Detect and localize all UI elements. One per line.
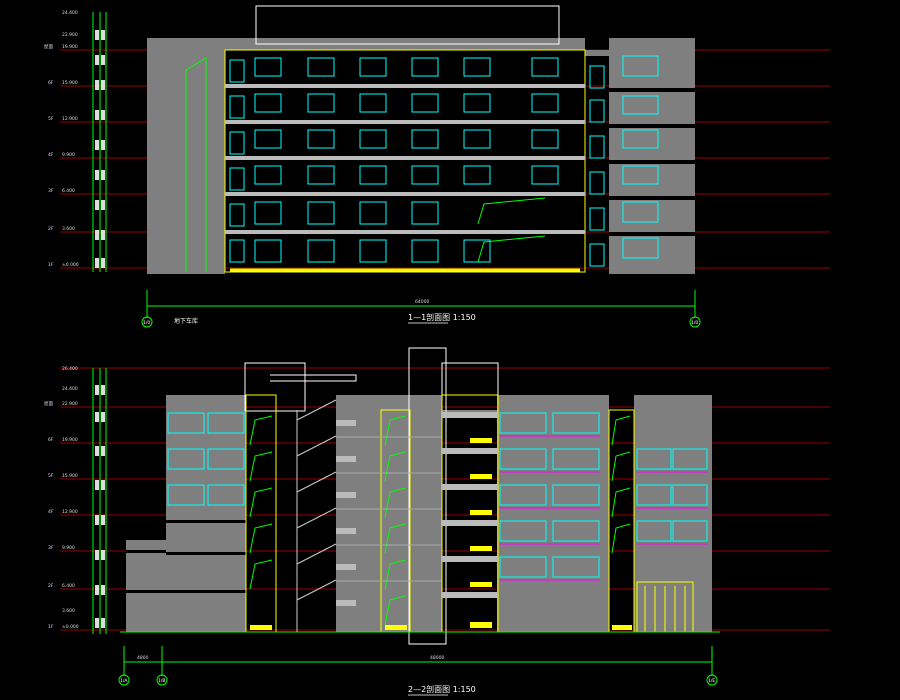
floor-mark: 3F xyxy=(48,545,54,551)
section-2-elevation: 26.400 24.400 22.900 19.900 15.900 12.90… xyxy=(44,347,830,696)
dimension-left-2: 4800 xyxy=(137,655,149,661)
floor-mark: 5F xyxy=(48,473,54,479)
windows-main-1 xyxy=(229,57,605,267)
level-mark: 3.600 xyxy=(62,608,75,614)
level-mark: 3.600 xyxy=(62,226,75,232)
floor-mark: 6F xyxy=(48,80,54,86)
garage-door-2 xyxy=(636,581,694,633)
stair-flights-2 xyxy=(296,399,337,632)
section-1-title: 1—1剖面图 1:150 xyxy=(408,312,476,322)
level-mark: 24.400 xyxy=(62,10,78,16)
level-mark: 22.900 xyxy=(62,32,78,38)
axis-bubble-right-1: 1/0 xyxy=(689,316,701,328)
level-mark: 15.900 xyxy=(62,473,78,479)
level-mark: 12.900 xyxy=(62,116,78,122)
section-1-elevation: 24.400 22.900 19.900 15.900 12.900 9.900… xyxy=(44,5,830,328)
level-mark: 6.400 xyxy=(62,583,75,589)
dimension-marks-1 xyxy=(95,30,105,268)
floor-mark: 屋面 xyxy=(44,44,53,50)
floor-mark: 4F xyxy=(48,509,54,515)
railings-2 xyxy=(336,436,442,582)
dimension-line-1 xyxy=(146,290,696,318)
svg-text:1/0: 1/0 xyxy=(691,320,698,326)
window-sills-magenta-2 xyxy=(500,435,708,581)
overall-dimension-1: 64000 xyxy=(415,299,429,305)
dimension-column-2 xyxy=(92,368,107,634)
level-mark: 19.900 xyxy=(62,437,78,443)
axis-bubble-left-1: 1/0 xyxy=(141,316,153,328)
section-outline-1 xyxy=(224,49,586,273)
stair-treads-2 xyxy=(336,412,498,606)
floor-slabs-1 xyxy=(225,84,585,234)
floor-mark: 5F xyxy=(48,116,54,122)
floor-mark: 4F xyxy=(48,152,54,158)
level-mark: ±0.000 xyxy=(62,262,79,268)
svg-text:1/0: 1/0 xyxy=(143,320,150,326)
stair-shaft-1 xyxy=(185,57,207,272)
dimension-line-2 xyxy=(123,646,713,676)
right-block-slabs-1 xyxy=(609,88,695,236)
axis-bubble-b-2: 1/B xyxy=(156,674,168,686)
windows-right-2 xyxy=(499,412,708,578)
floor-mark: 2F xyxy=(48,583,54,589)
level-mark: 15.900 xyxy=(62,80,78,86)
svg-text:1/B: 1/B xyxy=(158,678,165,684)
dimension-column-1 xyxy=(92,12,107,272)
yellow-landings-2 xyxy=(250,438,632,630)
windows-right-1 xyxy=(622,55,659,259)
level-mark: 6.400 xyxy=(62,188,75,194)
axis-bubble-e-2: 1/E xyxy=(706,674,718,686)
level-mark: 26.400 xyxy=(62,366,78,372)
level-mark: ±0.000 xyxy=(62,624,79,630)
level-labels-1: 24.400 22.900 19.900 15.900 12.900 9.900… xyxy=(62,10,79,268)
svg-text:1/A: 1/A xyxy=(120,678,128,684)
floor-labels-1: 屋面 6F 5F 4F 3F 2F 1F xyxy=(44,44,54,268)
note-underground-garage: 地下车库 xyxy=(174,317,198,325)
windows-left-2 xyxy=(167,412,245,506)
floor-mark: 屋面 xyxy=(44,401,53,407)
floor-mark: 1F xyxy=(48,624,54,630)
level-mark: 9.900 xyxy=(62,152,75,158)
level-mark: 9.900 xyxy=(62,545,75,551)
section-2-title: 2—2剖面图 1:150 xyxy=(408,684,476,694)
level-mark: 19.900 xyxy=(62,44,78,50)
floor-mark: 6F xyxy=(48,437,54,443)
stair-tower-outlines-2 xyxy=(244,347,499,645)
floor-labels-2: 屋面 6F 5F 4F 3F 2F 1F xyxy=(44,401,54,630)
dimension-main-2: 48000 xyxy=(430,655,444,661)
building-body-2 xyxy=(126,395,712,632)
level-mark: 22.900 xyxy=(62,401,78,407)
ramp-lines-1 xyxy=(477,197,546,263)
level-mark: 24.400 xyxy=(62,386,78,392)
left-low-block-bands-2 xyxy=(126,520,246,593)
level-labels-2: 26.400 24.400 22.900 19.900 15.900 12.90… xyxy=(62,366,79,630)
roof-parapet-1 xyxy=(255,5,560,45)
level-mark: 12.900 xyxy=(62,509,78,515)
svg-text:1/E: 1/E xyxy=(708,678,715,684)
floor-mark: 2F xyxy=(48,226,54,232)
axis-bubble-a-2: 1/A xyxy=(118,674,130,686)
floor-mark: 1F xyxy=(48,262,54,268)
floor-mark: 3F xyxy=(48,188,54,194)
dimension-marks-2 xyxy=(95,385,105,628)
